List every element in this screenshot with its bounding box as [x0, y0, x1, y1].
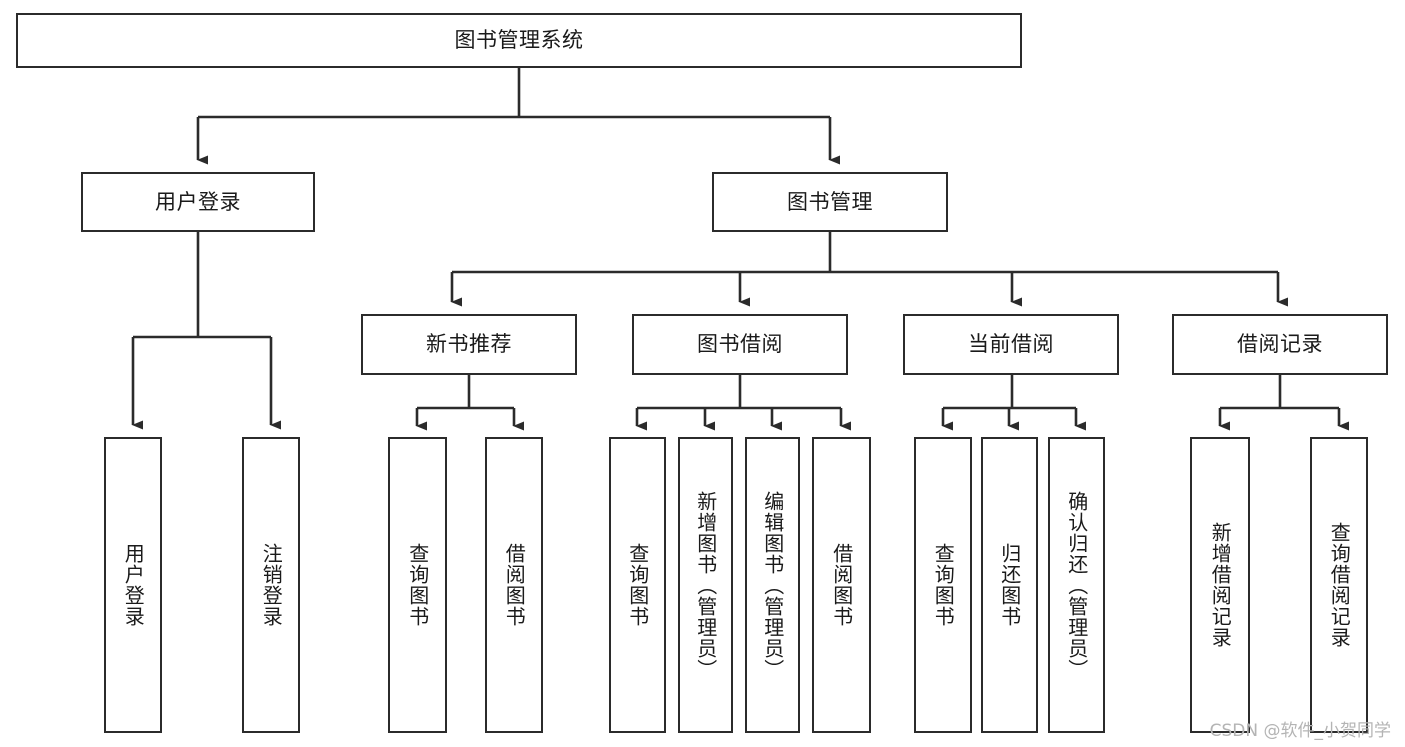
node-label: 借阅图书 — [502, 543, 527, 627]
node-label: 用户登录 — [155, 189, 241, 214]
node-label: 借阅记录 — [1237, 332, 1323, 357]
leaf-current-return-book[interactable]: 归还图书 — [981, 437, 1038, 733]
watermark-text: CSDN @软件_小贺同学 — [1209, 721, 1391, 741]
node-label: 查询图书 — [931, 543, 956, 627]
node-new-book-recommend[interactable]: 新书推荐 — [361, 314, 577, 375]
node-label: 新增图书（管理员） — [693, 490, 718, 680]
node-label: 注销登录 — [259, 543, 284, 627]
node-label: 新书推荐 — [426, 332, 512, 357]
node-label: 新增借阅记录 — [1208, 522, 1233, 648]
node-label: 查询图书 — [405, 543, 430, 627]
node-label: 图书借阅 — [697, 332, 783, 357]
node-book-management[interactable]: 图书管理 — [712, 172, 948, 232]
leaf-user-login-signout[interactable]: 注销登录 — [242, 437, 300, 733]
node-label: 确认归还（管理员） — [1064, 490, 1089, 680]
leaf-borrow-edit-book-admin[interactable]: 编辑图书（管理员） — [745, 437, 800, 733]
leaf-user-login-signin[interactable]: 用户登录 — [104, 437, 162, 733]
node-label: 查询借阅记录 — [1327, 522, 1352, 648]
node-user-login[interactable]: 用户登录 — [81, 172, 315, 232]
node-label: 图书管理 — [787, 189, 873, 214]
leaf-current-confirm-return-admin[interactable]: 确认归还（管理员） — [1048, 437, 1105, 733]
node-root-system[interactable]: 图书管理系统 — [16, 13, 1022, 68]
node-label: 当前借阅 — [968, 332, 1054, 357]
leaf-record-query-record[interactable]: 查询借阅记录 — [1310, 437, 1368, 733]
node-borrow-record[interactable]: 借阅记录 — [1172, 314, 1388, 375]
node-label: 查询图书 — [625, 543, 650, 627]
leaf-borrow-borrow-book[interactable]: 借阅图书 — [812, 437, 871, 733]
leaf-borrow-add-book-admin[interactable]: 新增图书（管理员） — [678, 437, 733, 733]
node-label: 编辑图书（管理员） — [760, 490, 785, 680]
leaf-current-query-book[interactable]: 查询图书 — [914, 437, 972, 733]
leaf-recommend-query-book[interactable]: 查询图书 — [388, 437, 447, 733]
node-label: 归还图书 — [997, 543, 1022, 627]
leaf-record-add-record[interactable]: 新增借阅记录 — [1190, 437, 1250, 733]
node-label: 用户登录 — [121, 543, 146, 627]
node-label: 借阅图书 — [829, 543, 854, 627]
leaf-borrow-query-book[interactable]: 查询图书 — [609, 437, 666, 733]
node-label: 图书管理系统 — [454, 28, 584, 53]
leaf-recommend-borrow-book[interactable]: 借阅图书 — [485, 437, 543, 733]
node-book-borrow[interactable]: 图书借阅 — [632, 314, 848, 375]
node-current-borrow[interactable]: 当前借阅 — [903, 314, 1119, 375]
